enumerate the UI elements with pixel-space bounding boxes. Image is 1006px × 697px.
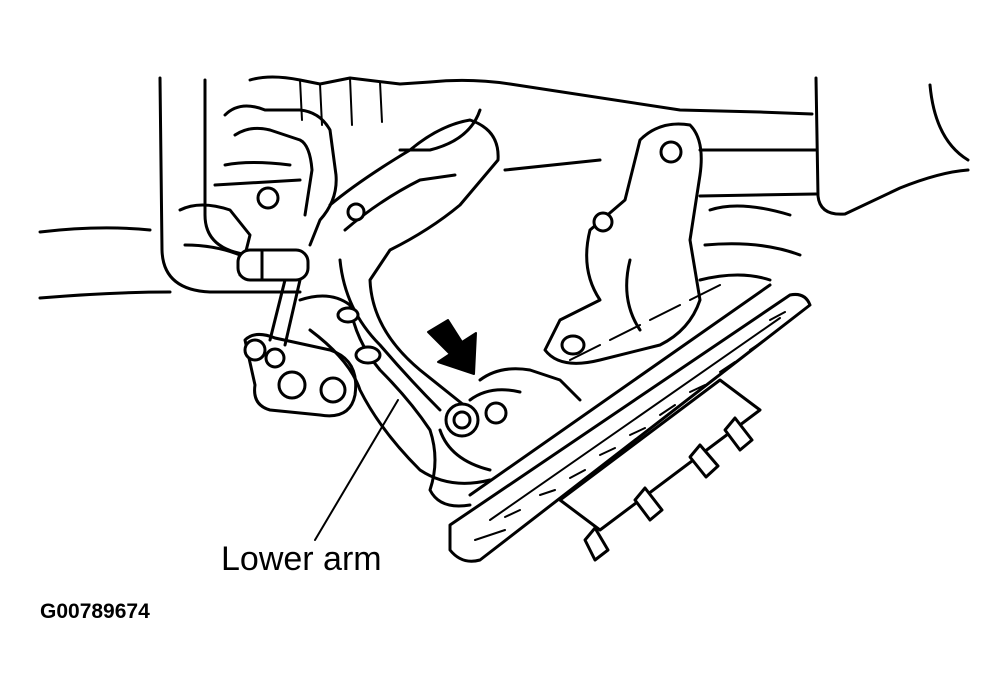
callout-leader-line	[314, 399, 399, 541]
steering-knuckle	[438, 122, 802, 472]
stabilizer-link	[178, 104, 338, 347]
vehicle-body	[38, 75, 970, 300]
lower-arm-label: Lower arm	[221, 540, 382, 578]
figure-id: G00789674	[40, 600, 150, 623]
direction-arrow	[427, 319, 477, 375]
lower-arm	[298, 118, 602, 508]
brake-rotor	[448, 283, 812, 563]
mount-bracket	[243, 333, 358, 418]
